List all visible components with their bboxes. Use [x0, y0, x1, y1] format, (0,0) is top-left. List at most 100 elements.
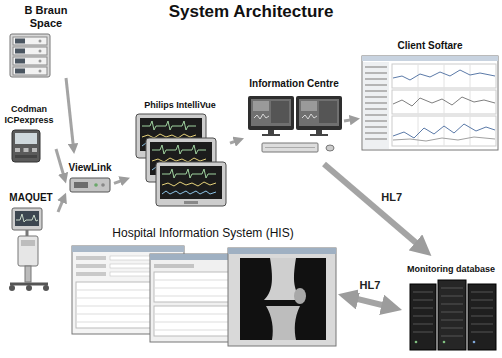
data-flow-arrow — [114, 179, 126, 183]
icp-monitor-device — [12, 130, 40, 162]
database-servers-part — [441, 304, 463, 305]
device-label: MAQUET — [4, 192, 58, 204]
icp-monitor-device-part — [15, 133, 37, 144]
database-servers-part — [471, 324, 493, 325]
icp-monitor-device-part — [12, 130, 40, 162]
data-flow-arrow — [230, 140, 240, 143]
infusion-pump-stack-part — [15, 69, 25, 74]
client-software-screenshot-part — [393, 97, 495, 106]
device-label: Codman ICPexpress — [2, 104, 56, 126]
device-node: MAQUET — [4, 192, 58, 292]
database-servers-part — [471, 316, 493, 317]
device-node: Codman ICPexpress — [2, 104, 56, 164]
data-flow-arrow — [58, 197, 64, 212]
central-workstation-part — [262, 143, 318, 152]
database-servers-part — [441, 288, 463, 289]
device-label: B Braun Space — [18, 4, 74, 30]
database-servers-part — [473, 341, 476, 344]
his-screenshots-part — [240, 258, 326, 340]
his-screenshots-part — [72, 246, 184, 252]
infusion-pump-stack-part — [13, 47, 47, 55]
client-software-screenshot-part — [393, 137, 495, 141]
database-servers-part — [413, 308, 433, 309]
data-flow-arrow — [344, 119, 356, 121]
icp-monitor-device-part — [15, 148, 20, 152]
device-node: B Braun Space — [4, 4, 74, 78]
client-software-screenshot-part — [365, 66, 387, 68]
database-servers-part — [441, 312, 463, 313]
ventilator-part — [9, 285, 15, 291]
ventilator-part — [21, 240, 35, 246]
viewlink-module-part — [94, 183, 98, 187]
his-screenshots — [72, 246, 336, 346]
his-screenshots-part — [228, 248, 336, 254]
device-node: Monitoring database — [402, 256, 500, 354]
ventilator — [9, 208, 49, 291]
his-screenshots-part — [294, 288, 306, 304]
ventilator-part — [25, 266, 31, 282]
infusion-pump-stack-part — [13, 57, 47, 65]
device-label: Hospital Information System (HIS) — [68, 226, 338, 240]
data-flow-arrow — [324, 164, 425, 250]
database-servers-part — [413, 300, 433, 301]
ventilator-part — [16, 214, 38, 222]
infusion-pump-stack-part — [15, 49, 25, 54]
device-node: Information Centre — [244, 78, 344, 164]
database-servers-part — [471, 300, 493, 301]
client-software-screenshot-part — [365, 90, 387, 92]
client-software-screenshot-part — [363, 62, 389, 149]
client-software-screenshot-part — [444, 64, 445, 146]
device-label: ViewLink — [66, 162, 114, 174]
ventilator-part — [18, 236, 38, 266]
client-software-screenshot-part — [470, 64, 471, 146]
client-software-screenshot-part — [393, 70, 495, 80]
database-servers — [410, 280, 496, 350]
diagram-title: System Architecture — [0, 2, 502, 22]
device-label: Monitoring database — [402, 264, 500, 275]
ventilator-part — [15, 211, 39, 226]
device-label: Information Centre — [244, 78, 344, 90]
central-workstation-part — [265, 147, 315, 148]
his-screenshots-part — [76, 272, 106, 276]
infusion-pump-stack-part — [15, 59, 25, 64]
viewlink-module — [70, 178, 110, 192]
icp-monitor-device-part — [32, 148, 37, 152]
client-software-screenshot-part — [365, 132, 387, 134]
viewlink-module-part — [74, 182, 88, 188]
database-servers-part — [413, 324, 433, 325]
protocol-label: HL7 — [358, 279, 383, 292]
database-servers-part — [413, 292, 433, 293]
database-servers-part — [471, 292, 493, 293]
icp-monitor-device-part — [24, 148, 29, 152]
infusion-pump-stack — [10, 34, 50, 77]
client-software-screenshot-part — [362, 56, 498, 150]
ventilator-part — [26, 285, 32, 291]
client-software-screenshot-part — [365, 138, 387, 140]
database-servers-part — [441, 336, 463, 337]
infusion-pump-stack-part — [39, 50, 42, 53]
client-software-screenshot-part — [365, 120, 387, 122]
database-servers-part — [415, 341, 418, 344]
device-node: Hospital Information System (HIS) — [68, 226, 338, 350]
infusion-pump-stack-part — [39, 40, 42, 43]
device-label: Philips IntelliVue — [130, 100, 230, 111]
patient-monitor — [156, 162, 226, 206]
central-workstation — [248, 96, 342, 152]
infusion-pump-stack-part — [13, 37, 47, 45]
client-software-screenshot-part — [365, 78, 387, 80]
database-servers-part — [413, 332, 433, 333]
central-workstation-part — [326, 145, 334, 151]
infusion-pump-stack-part — [39, 60, 42, 63]
infusion-pump-stack-part — [10, 34, 50, 77]
workstation-screen — [248, 96, 294, 136]
device-node: ViewLink — [66, 154, 114, 196]
client-software-screenshot-part — [362, 56, 498, 61]
database-servers-part — [413, 316, 433, 317]
database-servers-part — [471, 332, 493, 333]
client-software-screenshot-part — [393, 124, 495, 138]
database-servers-part — [443, 341, 446, 344]
database-servers-part — [441, 296, 463, 297]
data-flow-arrow — [66, 78, 74, 150]
